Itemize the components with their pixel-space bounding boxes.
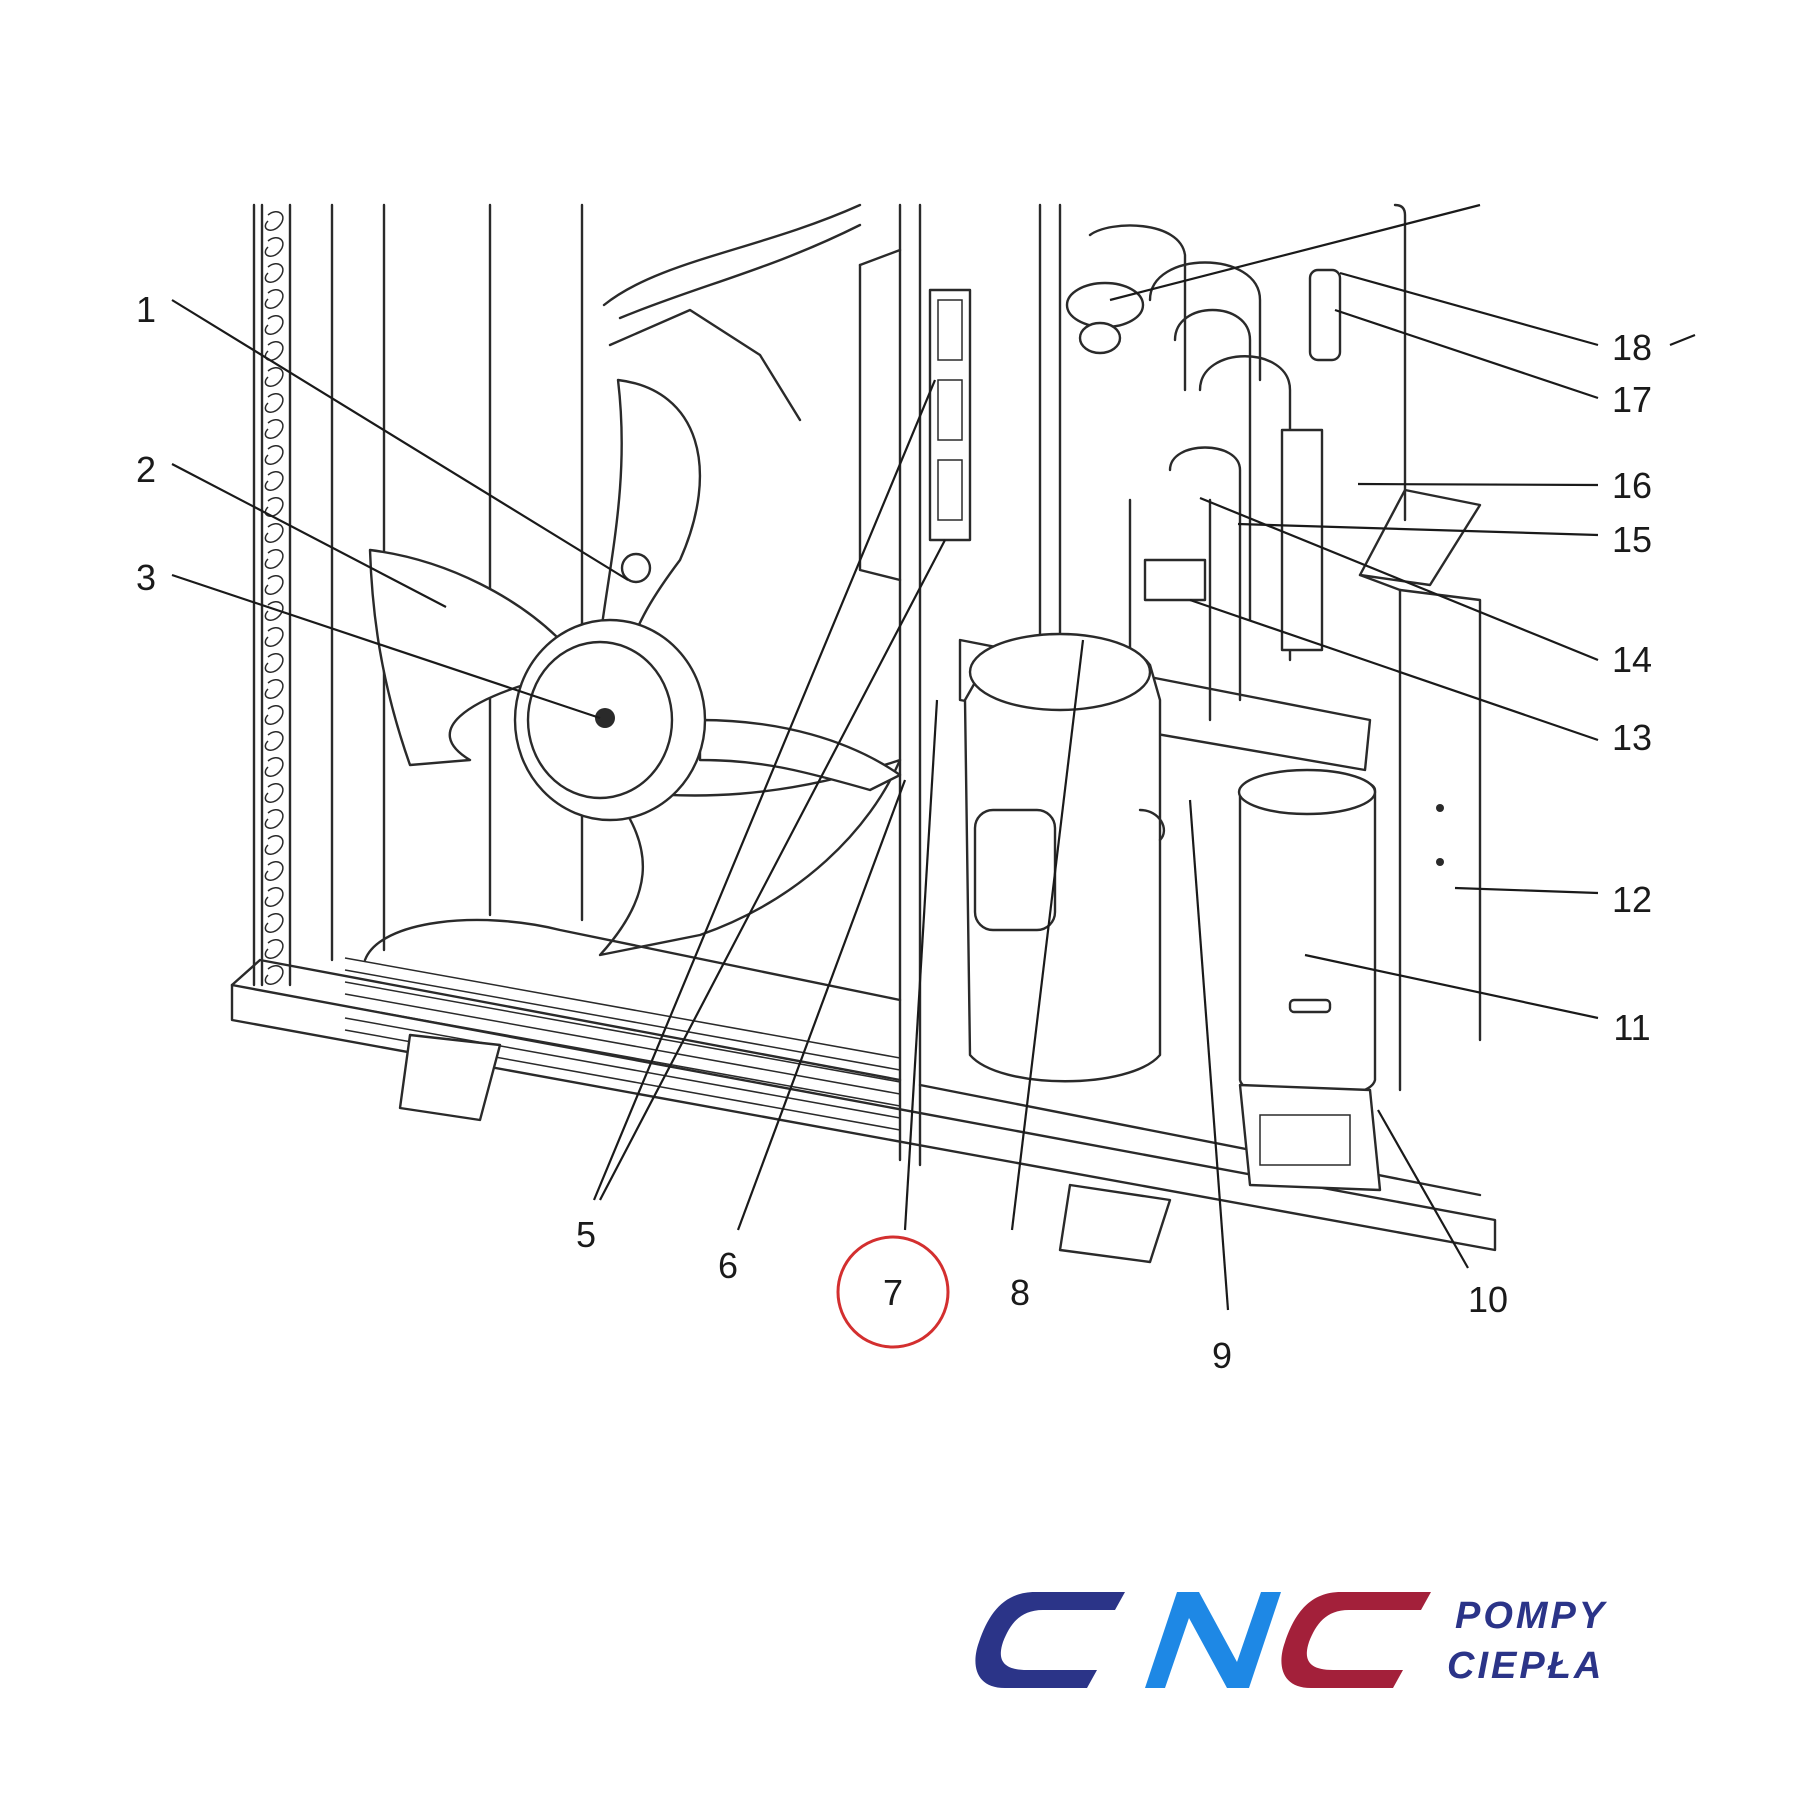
callout-13: 13	[1612, 717, 1652, 758]
callout-17: 17	[1612, 379, 1652, 420]
callout-5: 5	[576, 1214, 596, 1255]
callout-11: 11	[1613, 1007, 1650, 1048]
callout-14: 14	[1612, 639, 1652, 680]
highlight-circle-7	[836, 1235, 950, 1349]
logo-line-pompy: POMPY	[1455, 1595, 1608, 1637]
compressor	[963, 632, 1166, 1083]
fan-assembly	[368, 378, 902, 957]
logo-letter-n-blue	[1145, 1592, 1281, 1688]
callout-6: 6	[718, 1245, 738, 1286]
logo-line-ciepla: CIEPŁA	[1447, 1645, 1604, 1687]
partition-panel	[858, 203, 972, 1167]
callout-2: 2	[136, 449, 156, 490]
logo-letter-c-navy	[975, 1592, 1125, 1688]
leader-lines	[171, 203, 1696, 1311]
unit-drawing	[230, 203, 1497, 1264]
cnc-logo: POMPY CIEPŁA	[975, 1592, 1608, 1688]
callout-10: 10	[1468, 1279, 1508, 1320]
callout-labels: 1 2 3 5 6 7 8 9 10 11 12 13 14 15 16 17 …	[136, 289, 1652, 1376]
callout-7: 7	[883, 1272, 903, 1313]
callout-9: 9	[1212, 1335, 1232, 1376]
fan-shroud	[602, 203, 862, 422]
accumulator	[1237, 768, 1377, 1100]
callout-15: 15	[1612, 519, 1652, 560]
callout-18: 18	[1612, 327, 1652, 368]
logo-letter-c-maroon	[1281, 1592, 1431, 1688]
callout-3: 3	[136, 557, 156, 598]
callout-12: 12	[1612, 879, 1652, 920]
callout-16: 16	[1612, 465, 1652, 506]
base-tray	[230, 918, 1497, 1264]
callout-1: 1	[136, 289, 156, 330]
callout-8: 8	[1010, 1272, 1030, 1313]
